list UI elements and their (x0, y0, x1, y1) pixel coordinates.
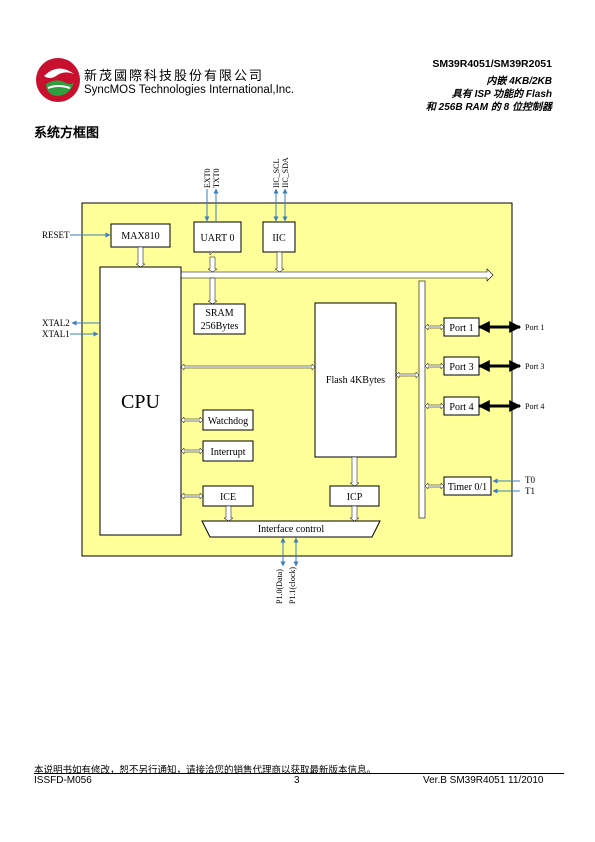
cpu-label: CPU (121, 391, 160, 413)
model-number: SM39R4051/SM39R2051 (432, 58, 552, 70)
max810-label: MAX810 (121, 231, 159, 242)
icp-label: ICP (347, 492, 363, 503)
interrupt-label: Interrupt (211, 447, 246, 458)
external-signal-lines (70, 188, 520, 567)
t1-pin-label: T1 (525, 486, 535, 496)
port4-out-label: Port 4 (525, 402, 544, 411)
footer-divider (34, 773, 564, 774)
p11-pin-label: P1.1(clock) (288, 567, 297, 604)
interface-control-block (201, 520, 381, 538)
sram-label-line1: SRAM (205, 308, 233, 319)
p10-pin-label: P1.0(Data) (275, 569, 284, 604)
cpu-block (99, 266, 182, 536)
uart0-label: UART 0 (201, 233, 235, 244)
section-title: 系统方框图 (34, 126, 100, 141)
xtal2-pin-label: XTAL2 (42, 318, 70, 328)
port3-label: Port 3 (449, 362, 473, 373)
footer-disclaimer: 本说明书如有修改，恕不另行通知，请接洽您的销售代理商以获取最新版本信息。 (34, 765, 377, 776)
subtitle-line-3: 和 256B RAM 的 8 位控制器 (425, 102, 552, 113)
port3-out-label: Port 3 (525, 362, 544, 371)
watchdog-label: Watchdog (208, 416, 248, 427)
reset-pin-label: RESET (42, 230, 70, 240)
txt0-pin-label: TXT0 (212, 168, 221, 188)
timer-label: Timer 0/1 (448, 482, 487, 493)
iic-label: IIC (272, 233, 286, 244)
internal-connectors (135, 246, 445, 522)
company-name-english: SyncMOS Technologies International,Inc. (84, 84, 295, 96)
interface-control-label: Interface control (258, 524, 325, 535)
footer-document-id: ISSFD-M056 (34, 775, 92, 786)
flash-block (314, 302, 397, 458)
ext0-pin-label: EXT0 (203, 168, 212, 188)
port1-label: Port 1 (449, 323, 473, 334)
footer-version: Ver.B SM39R4051 11/2010 (423, 775, 544, 786)
sram-label-line2: 256Bytes (201, 321, 239, 332)
uart0-block (193, 221, 242, 253)
subtitle-line-1: 内嵌 4KB/2KB (486, 76, 552, 87)
flash-label: Flash 4KBytes (326, 375, 385, 386)
xtal1-pin-label: XTAL1 (42, 329, 70, 339)
subtitle-line-2: 具有 ISP 功能的 Flash (451, 89, 552, 100)
port1-out-label: Port 1 (525, 323, 544, 332)
internal-bus (180, 268, 494, 519)
ice-label: ICE (220, 492, 236, 503)
iic-scl-pin-label: IIC_SCL (272, 159, 281, 188)
footer-page-number: 3 (294, 775, 300, 786)
port-output-arrows (477, 321, 522, 412)
t0-pin-label: T0 (525, 475, 535, 485)
sram-block (193, 303, 246, 335)
port4-label: Port 4 (449, 402, 473, 413)
iic-sda-pin-label: IIC_SDA (281, 157, 290, 188)
syncmos-logo-icon (36, 58, 80, 102)
company-name-chinese: 新茂國際科技股份有限公司 (84, 69, 265, 84)
